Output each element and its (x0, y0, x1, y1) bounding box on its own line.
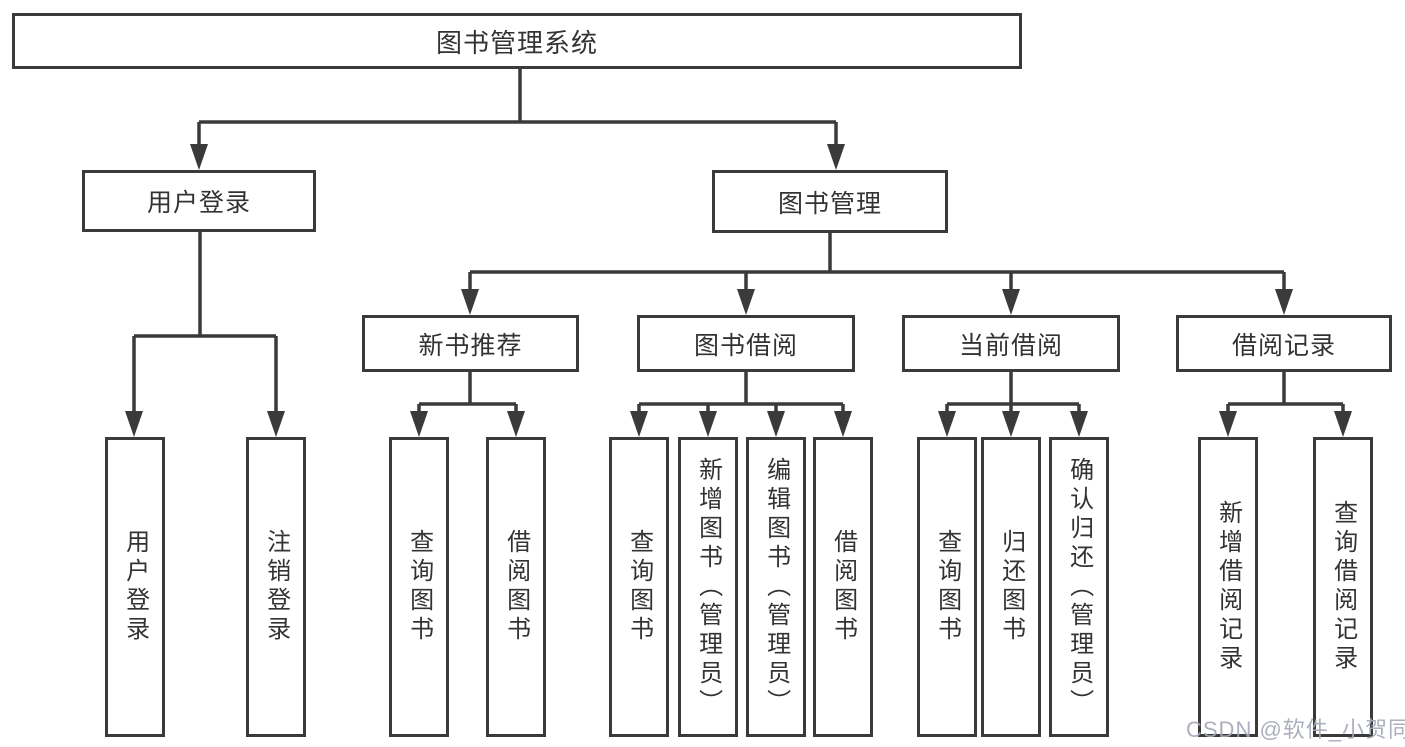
leaf-cb-return-books: 归还图书 (981, 437, 1041, 737)
node-current-borrow-label: 当前借阅 (958, 331, 1063, 360)
node-book-management: 图书管理 (712, 170, 948, 233)
leaf-br-add-record: 新增借阅记录 (1198, 437, 1258, 737)
leaf-br-query-record: 查询借阅记录 (1313, 437, 1373, 737)
leaf-bb-borrow-books-label: 借阅图书 (829, 529, 857, 645)
leaf-nb-borrow-books: 借阅图书 (486, 437, 546, 737)
node-root: 图书管理系统 (12, 13, 1022, 69)
node-current-borrow: 当前借阅 (902, 315, 1120, 372)
leaf-cb-confirm-return-admin-label: 确认归还（管理员） (1065, 456, 1093, 718)
leaf-nb-query-books-label: 查询图书 (405, 529, 433, 645)
leaf-bb-borrow-books: 借阅图书 (813, 437, 873, 737)
leaf-logout-label: 注销登录 (262, 529, 290, 645)
node-book-borrow: 图书借阅 (637, 315, 855, 372)
node-new-book-recommend: 新书推荐 (362, 315, 579, 372)
leaf-br-query-record-label: 查询借阅记录 (1329, 500, 1357, 674)
leaf-cb-return-books-label: 归还图书 (997, 529, 1025, 645)
node-user-login-label: 用户登录 (146, 189, 251, 217)
node-borrow-records-label: 借阅记录 (1231, 331, 1336, 360)
node-user-login: 用户登录 (82, 170, 316, 232)
leaf-bb-edit-books-admin-label: 编辑图书（管理员） (762, 456, 790, 718)
leaf-bb-edit-books-admin: 编辑图书（管理员） (746, 437, 806, 737)
leaf-cb-query-books-label: 查询图书 (933, 529, 961, 645)
node-root-label: 图书管理系统 (435, 27, 598, 58)
leaf-user-login: 用户登录 (105, 437, 165, 737)
leaf-bb-add-books-admin: 新增图书（管理员） (678, 437, 738, 737)
leaf-cb-query-books: 查询图书 (917, 437, 977, 737)
node-borrow-records: 借阅记录 (1176, 315, 1392, 372)
leaf-user-login-label: 用户登录 (121, 529, 149, 645)
leaf-nb-query-books: 查询图书 (389, 437, 449, 737)
leaf-bb-query-books-label: 查询图书 (625, 529, 653, 645)
leaf-logout: 注销登录 (246, 437, 306, 737)
leaf-nb-borrow-books-label: 借阅图书 (502, 529, 530, 645)
leaf-cb-confirm-return-admin: 确认归还（管理员） (1049, 437, 1109, 737)
watermark: CSDN @软件_小贺同学 (1186, 717, 1405, 742)
leaf-bb-add-books-admin-label: 新增图书（管理员） (694, 456, 722, 718)
leaf-br-add-record-label: 新增借阅记录 (1214, 500, 1242, 674)
node-book-borrow-label: 图书借阅 (693, 331, 798, 360)
leaf-bb-query-books: 查询图书 (609, 437, 669, 737)
node-book-management-label: 图书管理 (777, 189, 882, 218)
node-new-book-recommend-label: 新书推荐 (418, 331, 523, 360)
